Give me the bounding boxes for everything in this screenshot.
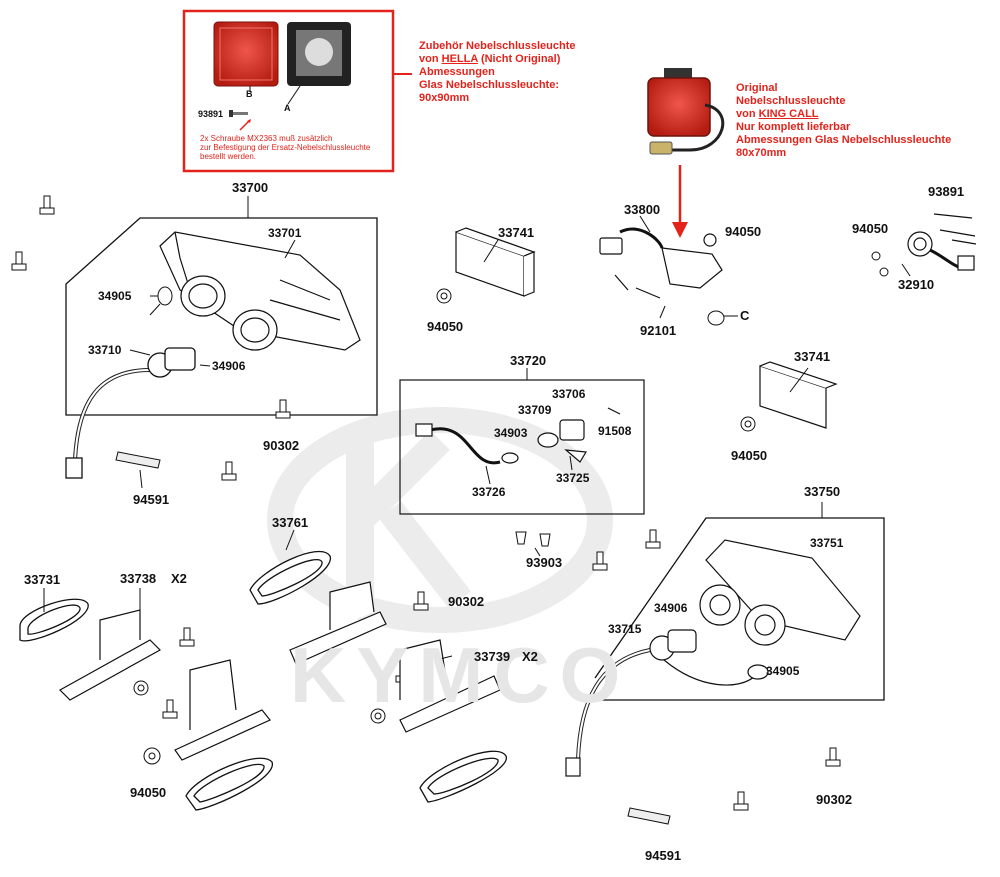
part-label-33715: 33715 <box>608 622 642 636</box>
part-label-33710: 33710 <box>88 343 122 357</box>
kingcall-note-prefix: von <box>736 108 759 120</box>
part-label-92101: 92101 <box>640 323 677 338</box>
part-label-34906-b: 34906 <box>654 601 688 615</box>
part-label-33706: 33706 <box>552 387 586 401</box>
assembly-frame-33700 <box>65 217 378 416</box>
screw-93891-icon <box>229 110 248 117</box>
inset-label-a: A <box>284 103 291 113</box>
bracket-33738 <box>59 609 271 761</box>
part-label-33738: 33738 <box>120 571 157 586</box>
part-label-93891: 93891 <box>928 184 965 199</box>
kingcall-brand: KING CALL <box>758 108 819 120</box>
kymco-logo-watermark <box>267 407 613 633</box>
part-label-33726: 33726 <box>472 485 506 499</box>
hella-note-line-5: 90x90mm <box>419 92 470 104</box>
hella-note-line-4: Glas Nebelschlussleuchte: <box>419 79 559 91</box>
part-label-90302: 90302 <box>263 438 300 453</box>
hella-note-line-1: Zubehör Nebelschlussleuchte <box>419 40 576 52</box>
hella-note-line-2: von HELLA (Nicht Original) <box>419 53 575 66</box>
part-label-34905: 34905 <box>98 289 132 303</box>
part-label-33741: 33741 <box>498 225 535 240</box>
part-label-c: C <box>740 308 750 323</box>
nut-icon <box>133 251 889 765</box>
part-label-33741-b: 33741 <box>794 349 831 364</box>
reflector-33741 <box>455 227 838 429</box>
harness-33710 <box>65 347 196 479</box>
part-label-33750: 33750 <box>804 484 841 499</box>
bulb-34905-icon <box>149 286 173 316</box>
part-label-94050-d: 94050 <box>731 448 768 463</box>
inset-note-line-3: bestellt werden. <box>200 152 257 161</box>
hella-lamp-housing <box>287 22 351 86</box>
inset-note-line-1: 2x Schraube MX2363 muß zusätzlich <box>200 134 333 143</box>
part-label-91508: 91508 <box>598 424 632 438</box>
part-label-34906: 34906 <box>212 359 246 373</box>
part-label-33725: 33725 <box>556 471 590 485</box>
kingcall-lamp <box>647 68 725 155</box>
part-label-33701: 33701 <box>268 226 302 240</box>
hella-inset-frame <box>182 9 395 173</box>
inset-screw-number: 93891 <box>198 109 224 119</box>
part-label-94050: 94050 <box>427 319 464 334</box>
screw-93903-icon <box>515 531 551 547</box>
assembly-frame-33750 <box>594 517 885 701</box>
hella-note-line-3: Abmessungen <box>419 66 495 78</box>
part-label-94591-b: 94591 <box>645 848 682 863</box>
kingcall-note: Original Nebelschlussleuchte von KING CA… <box>736 82 951 160</box>
watermark-text: KYMCO <box>290 631 631 719</box>
kingcall-note-line-4: Nur komplett lieferbar <box>736 121 851 133</box>
part-label-33739: 33739 <box>474 649 511 664</box>
inset-label-b: B <box>246 89 253 99</box>
assembly-frame-33720 <box>399 379 645 515</box>
kingcall-note-line-2: Nebelschlussleuchte <box>736 95 846 107</box>
part-label-33709: 33709 <box>518 403 552 417</box>
part-label-90302-b: 90302 <box>816 792 853 807</box>
inset-note-line-2: zur Befestigung der Ersatz-Nebelschlussl… <box>200 143 371 152</box>
kingcall-note-line-1: Original <box>736 82 778 94</box>
lamp-housing-33751 <box>699 539 861 646</box>
bulb-c-icon <box>707 310 725 326</box>
bracket-33739 <box>289 581 501 733</box>
reflector-oval <box>19 550 507 811</box>
harness-33726 <box>415 407 621 465</box>
part-label-34903: 34903 <box>494 426 528 440</box>
part-label-33751: 33751 <box>810 536 844 550</box>
lamp-housing-33701 <box>159 231 361 351</box>
hella-brand: HELLA <box>441 53 478 65</box>
harness-33715 <box>565 629 769 777</box>
strap-94591-icon <box>115 451 161 469</box>
part-label-90302-c: 90302 <box>448 594 485 609</box>
strap-94591b-icon <box>627 807 671 825</box>
part-label-33731: 33731 <box>24 572 61 587</box>
part-label-34905-b: 34905 <box>766 664 800 678</box>
part-label-94050-b: 94050 <box>725 224 762 239</box>
quantity-x2-b: X2 <box>522 649 538 664</box>
part-label-93903: 93903 <box>526 555 563 570</box>
part-label-33700: 33700 <box>232 180 269 195</box>
hella-note-prefix: von <box>419 53 442 65</box>
part-label-94591: 94591 <box>133 492 170 507</box>
part-label-94050-e: 94050 <box>130 785 167 800</box>
kingcall-note-line-5: Abmessungen Glas Nebelschlussleuchte <box>736 134 952 146</box>
socket-32910 <box>907 213 977 271</box>
kingcall-note-line-6: 80x70mm <box>736 147 787 159</box>
part-label-33800: 33800 <box>624 202 661 217</box>
part-label-33720: 33720 <box>510 353 547 368</box>
kingcall-note-line-3: von KING CALL <box>736 108 951 121</box>
hella-lamp-red-lens <box>213 21 279 87</box>
lamp-33800 <box>599 227 723 299</box>
hella-note: Zubehör Nebelschlussleuchte von HELLA (N… <box>419 40 575 105</box>
part-label-94050-c: 94050 <box>852 221 889 236</box>
part-label-33761: 33761 <box>272 515 309 530</box>
part-label-32910: 32910 <box>898 277 935 292</box>
quantity-x2-a: X2 <box>171 571 187 586</box>
hella-note-suffix: (Nicht Original) <box>477 53 561 65</box>
